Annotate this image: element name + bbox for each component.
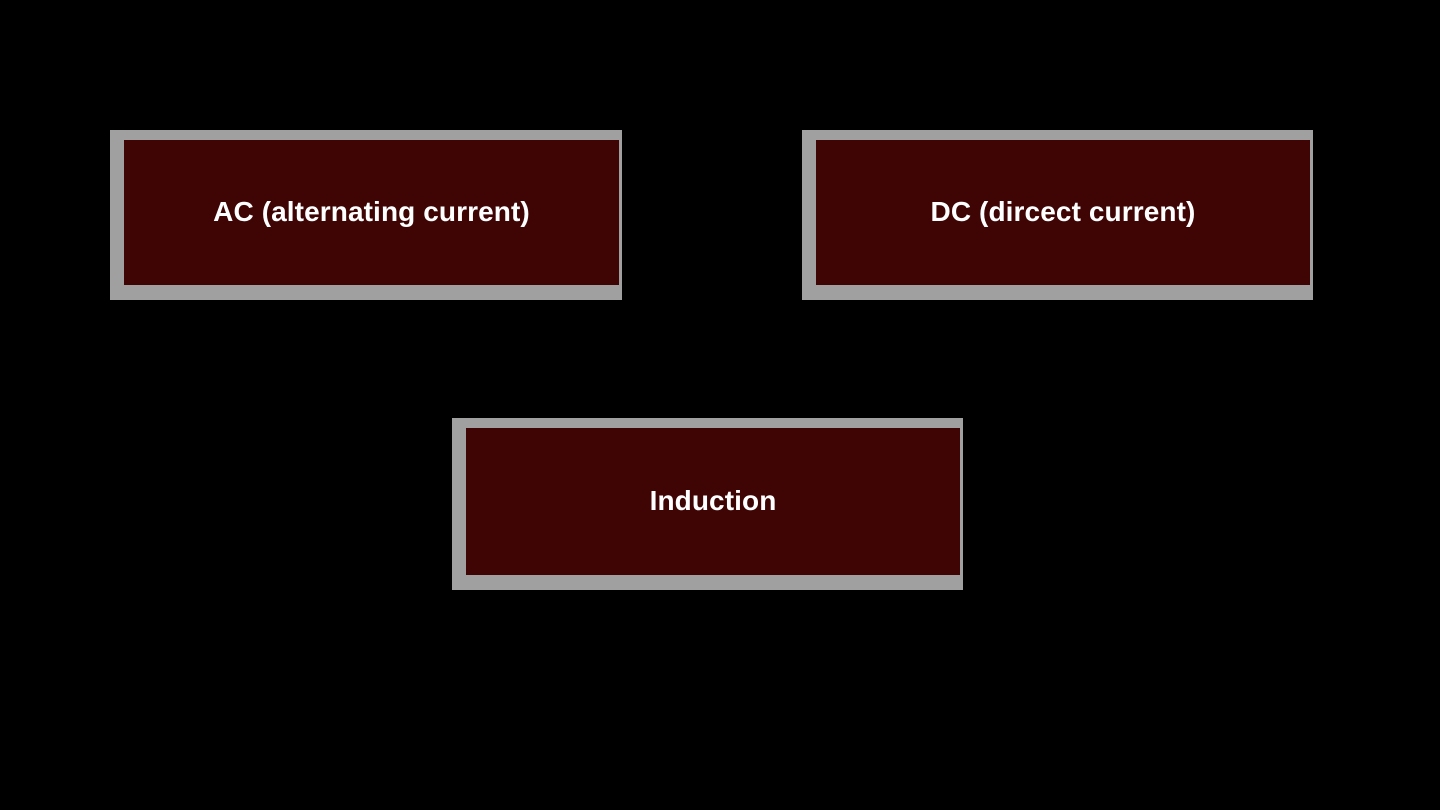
node-ac-panel[interactable]: AC (alternating current) [124,140,619,285]
node-ac-label: AC (alternating current) [213,196,530,228]
node-induction[interactable]: Induction [452,418,963,590]
node-induction-panel[interactable]: Induction [466,428,960,575]
node-induction-label: Induction [649,485,777,517]
node-dc-panel[interactable]: DC (dircect current) [816,140,1310,285]
node-dc-label: DC (dircect current) [930,196,1196,228]
node-dc[interactable]: DC (dircect current) [802,130,1313,300]
node-ac[interactable]: AC (alternating current) [110,130,622,300]
